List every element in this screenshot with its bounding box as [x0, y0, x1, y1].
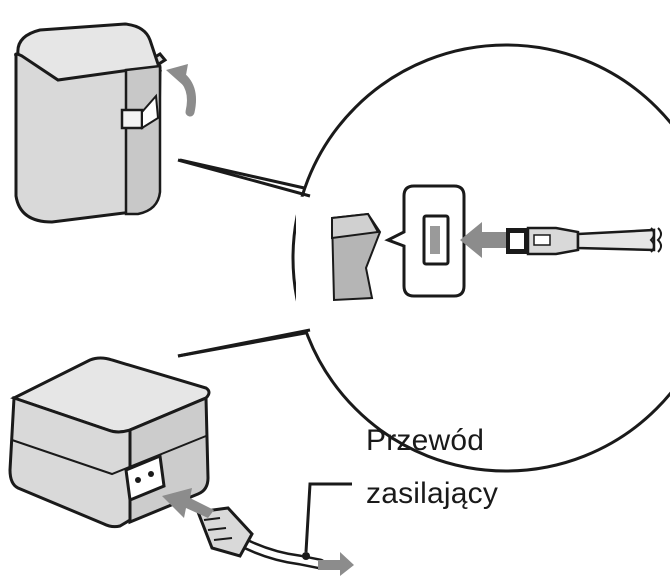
- plug-in-arrow-icon: [162, 488, 214, 518]
- magnifier-callout: [177, 43, 670, 473]
- power-cord-label-line1: Przewód: [366, 424, 485, 457]
- label-leader-line: [302, 482, 352, 560]
- insert-arrow-icon: [460, 222, 506, 258]
- power-cord-plug-icon: [195, 506, 326, 570]
- usb-plug-icon: [506, 226, 662, 256]
- adapter-edge-closeup: [330, 212, 382, 302]
- usb-port-icon: [384, 184, 466, 298]
- top-ac-adapter: [14, 22, 168, 224]
- power-cord-label-line2: zasilający: [366, 477, 499, 510]
- outlet-arrow-icon: [318, 552, 354, 576]
- rotate-arrow-icon: [166, 64, 196, 117]
